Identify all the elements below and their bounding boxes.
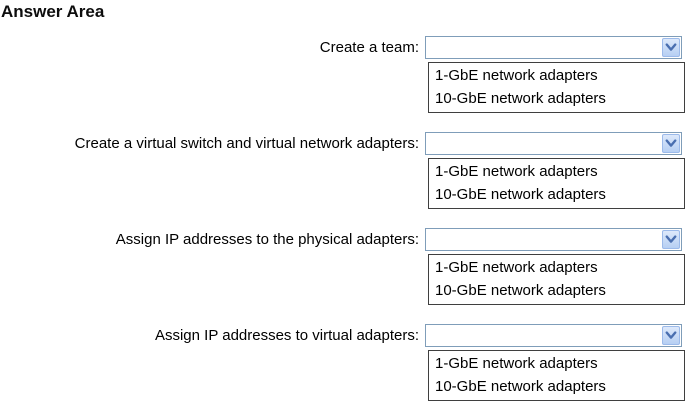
- question-row: Create a team: 1-GbE network adapters 10-…: [0, 36, 686, 113]
- chevron-down-icon: [665, 139, 677, 147]
- dropdown-widget: 1-GbE network adapters 10-GbE network ada…: [425, 36, 685, 113]
- dropdown-widget: 1-GbE network adapters 10-GbE network ada…: [425, 228, 685, 305]
- question-row: Assign IP addresses to the physical adap…: [0, 228, 686, 305]
- dropdown-button[interactable]: [662, 326, 680, 345]
- row-label: Assign IP addresses to virtual adapters:: [154, 327, 419, 344]
- dropdown-option[interactable]: 10-GbE network adapters: [435, 282, 606, 299]
- dropdown-option[interactable]: 10-GbE network adapters: [435, 186, 606, 203]
- row-label: Create a team:: [319, 39, 419, 56]
- chevron-down-icon: [665, 235, 677, 243]
- dropdown-option[interactable]: 1-GbE network adapters: [435, 355, 598, 372]
- dropdown-option[interactable]: 1-GbE network adapters: [435, 67, 598, 84]
- question-row: Assign IP addresses to virtual adapters:…: [0, 324, 686, 401]
- dropdown-option[interactable]: 10-GbE network adapters: [435, 90, 606, 107]
- row-label: Create a virtual switch and virtual netw…: [74, 135, 419, 152]
- dropdown-combobox[interactable]: [425, 36, 682, 59]
- question-row: Create a virtual switch and virtual netw…: [0, 132, 686, 209]
- dropdown-list: 1-GbE network adapters 10-GbE network ada…: [428, 350, 685, 401]
- dropdown-combobox[interactable]: [425, 228, 682, 251]
- dropdown-option[interactable]: 1-GbE network adapters: [435, 259, 598, 276]
- dropdown-combobox[interactable]: [425, 324, 682, 347]
- dropdown-widget: 1-GbE network adapters 10-GbE network ada…: [425, 324, 685, 401]
- dropdown-list: 1-GbE network adapters 10-GbE network ada…: [428, 158, 685, 209]
- row-label: Assign IP addresses to the physical adap…: [115, 231, 419, 248]
- chevron-down-icon: [665, 43, 677, 51]
- dropdown-combobox[interactable]: [425, 132, 682, 155]
- dropdown-option[interactable]: 10-GbE network adapters: [435, 378, 606, 395]
- chevron-down-icon: [665, 331, 677, 339]
- rows-container: Create a team: 1-GbE network adapters 10-…: [0, 36, 686, 401]
- dropdown-option[interactable]: 1-GbE network adapters: [435, 163, 598, 180]
- dropdown-list: 1-GbE network adapters 10-GbE network ada…: [428, 254, 685, 305]
- dropdown-button[interactable]: [662, 38, 680, 57]
- dropdown-button[interactable]: [662, 230, 680, 249]
- dropdown-button[interactable]: [662, 134, 680, 153]
- dropdown-widget: 1-GbE network adapters 10-GbE network ada…: [425, 132, 685, 209]
- page-title: Answer Area: [1, 2, 105, 21]
- dropdown-list: 1-GbE network adapters 10-GbE network ada…: [428, 62, 685, 113]
